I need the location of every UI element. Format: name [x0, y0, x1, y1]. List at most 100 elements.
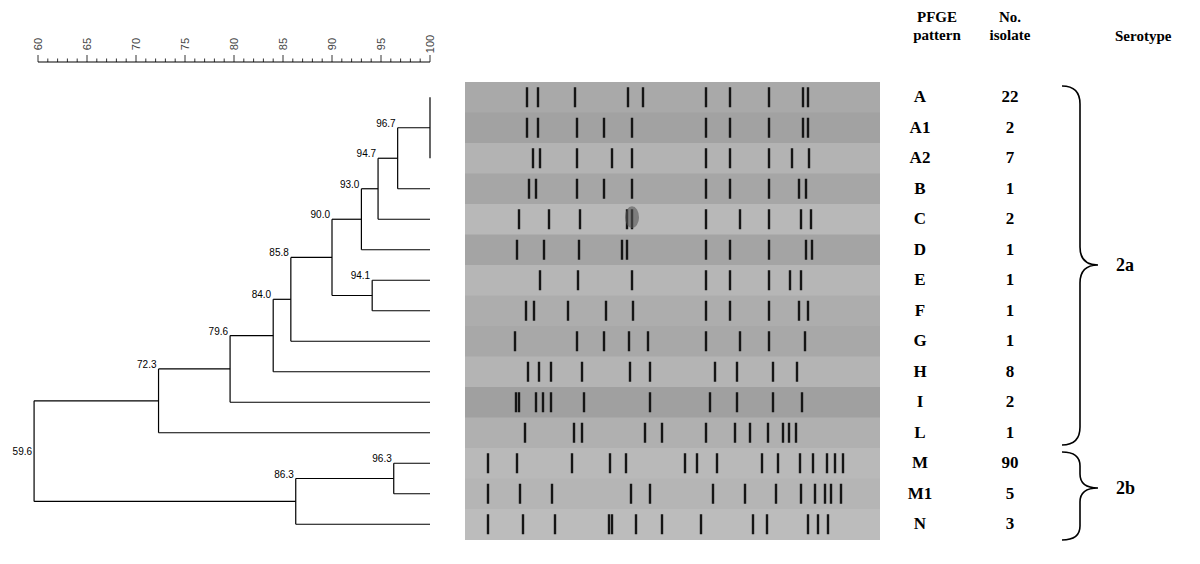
gel-band: [538, 362, 540, 382]
gel-band: [804, 331, 806, 351]
scale-tick: [400, 59, 401, 63]
scale-tick: [410, 59, 411, 63]
scale-tick: [224, 59, 225, 63]
gel-band: [775, 484, 777, 504]
gel-band: [761, 453, 763, 473]
gel-band: [700, 514, 702, 534]
scale-number: 90: [326, 38, 338, 50]
gel-band: [736, 362, 738, 382]
gel-band: [684, 453, 686, 473]
similarity-value: 85.8: [269, 247, 288, 258]
gel-band: [736, 392, 738, 412]
gel-band: [705, 301, 707, 321]
scale-tick: [390, 59, 391, 63]
gel-band: [608, 514, 610, 534]
gel-band: [603, 179, 605, 199]
gel-band: [631, 270, 633, 290]
gel-band: [729, 240, 731, 260]
pfge-pattern: H: [885, 361, 955, 383]
dendrogram-branch: [378, 219, 430, 220]
gel-band: [631, 118, 633, 138]
gel-band: [526, 118, 528, 138]
gel-band: [807, 118, 809, 138]
gel-band: [527, 362, 529, 382]
scale-tick: [302, 59, 303, 63]
gel-band: [739, 209, 741, 229]
scale-tick: [165, 59, 166, 63]
gel-lane: [465, 479, 880, 510]
gel-band: [537, 118, 539, 138]
gel-band: [714, 362, 716, 382]
gel-lane: [465, 82, 880, 113]
gel-band: [768, 240, 770, 260]
gel-band: [524, 423, 526, 443]
gel-band: [647, 331, 649, 351]
isolate-count: 1: [975, 330, 1045, 352]
gel-band: [734, 423, 736, 443]
dendrogram-branch: [296, 524, 430, 525]
isolate-count: 8: [975, 361, 1045, 383]
gel-band: [796, 362, 798, 382]
scale-tick: [136, 55, 137, 62]
scale-tick: [381, 55, 382, 62]
gel-band: [661, 423, 663, 443]
scale-tick: [351, 59, 352, 63]
scale-number: 65: [81, 38, 93, 50]
gel-band: [567, 301, 569, 321]
gel-lane: [465, 174, 880, 205]
scale-tick: [155, 59, 156, 63]
gel-band: [629, 362, 631, 382]
gel-band: [800, 209, 802, 229]
scale-tick: [38, 55, 39, 62]
gel-band: [576, 179, 578, 199]
scale-number: 60: [32, 38, 44, 50]
gel-band: [817, 514, 819, 534]
serotype-brace: [1062, 452, 1098, 540]
gel-band: [840, 484, 842, 504]
gel-band: [729, 87, 731, 107]
dendrogram-branch: [34, 400, 158, 401]
gel-band: [709, 392, 711, 412]
serotype-brace: [1062, 86, 1098, 445]
gel-band: [526, 87, 528, 107]
pfge-pattern: L: [885, 422, 955, 444]
dendrogram-branch: [159, 432, 430, 433]
scale-tick: [430, 55, 431, 62]
gel-band: [487, 514, 489, 534]
dendrogram-branch: [394, 463, 430, 464]
scale-tick: [283, 55, 284, 62]
gel-band: [518, 392, 520, 412]
isolate-count: 22: [975, 86, 1045, 108]
pfge-pattern: G: [885, 330, 955, 352]
gel-band: [768, 270, 770, 290]
scale-tick: [126, 59, 127, 63]
gel-band: [807, 514, 809, 534]
dendrogram-branch: [332, 219, 361, 220]
scale-number: 80: [228, 38, 240, 50]
scale-tick: [185, 55, 186, 62]
gel-band: [705, 423, 707, 443]
gel-band: [625, 453, 627, 473]
gel-band: [777, 453, 779, 473]
gel-band: [744, 484, 746, 504]
gel-band: [603, 331, 605, 351]
scale-tick: [371, 59, 372, 63]
dendrogram-branch: [332, 295, 372, 296]
gel-band: [768, 301, 770, 321]
dendrogram-branch: [34, 501, 296, 502]
dendrogram-branch: [230, 402, 430, 403]
gel-band: [729, 118, 731, 138]
gel-band: [768, 209, 770, 229]
gel-lane: [465, 143, 880, 174]
dendrogram-branch: [296, 478, 394, 479]
gel-band: [539, 270, 541, 290]
gel-band: [579, 209, 581, 229]
scale-number: 85: [277, 38, 289, 50]
scale-tick: [361, 59, 362, 63]
gel-band: [826, 453, 828, 473]
dendrogram-branch: [159, 368, 231, 369]
dendrogram-branch: [230, 335, 273, 336]
scale-tick: [312, 59, 313, 63]
scale-tick: [57, 59, 58, 63]
gel-band: [842, 453, 844, 473]
